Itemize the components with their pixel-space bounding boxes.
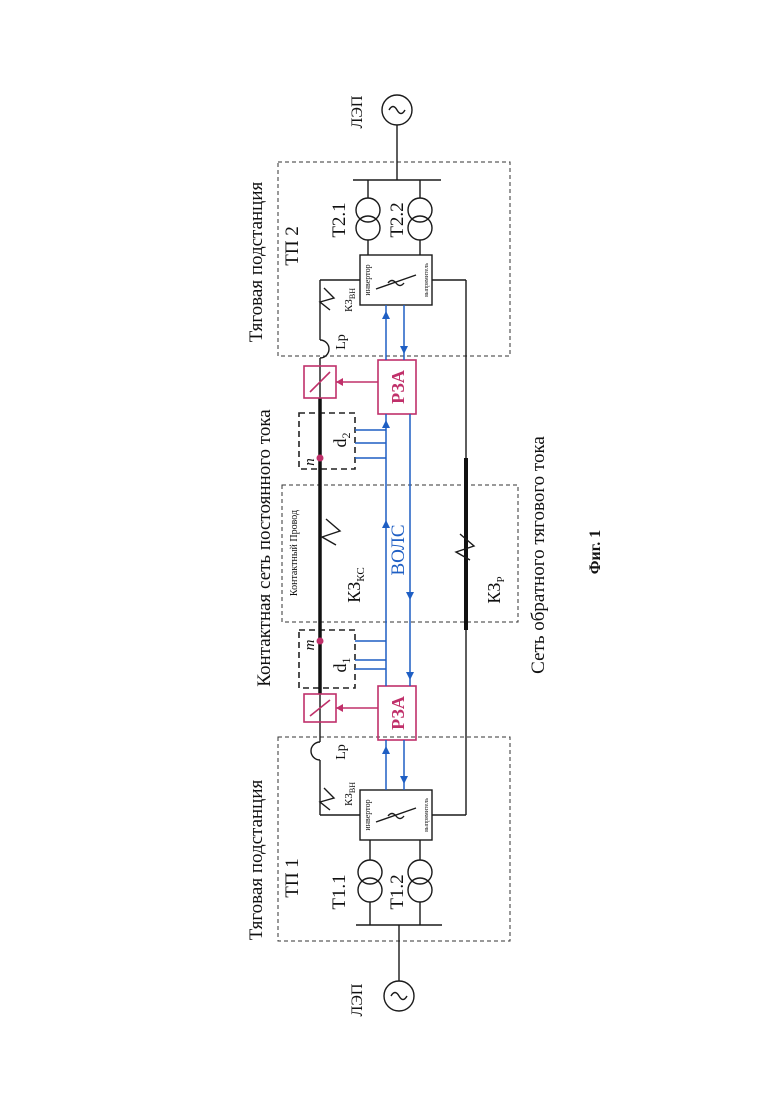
label-kz-kc: КЗ bbox=[344, 582, 364, 603]
label-tp1: ТП 1 bbox=[282, 858, 303, 898]
svg-text:d2: d2 bbox=[330, 433, 353, 448]
label-lep-right: ЛЭП bbox=[349, 95, 366, 128]
label-kz-vn-left: КЗ bbox=[343, 793, 355, 806]
fault-kz-vn-left-icon bbox=[320, 788, 334, 810]
label-rza-right: РЗА bbox=[388, 370, 408, 404]
label-vols: ВОЛС bbox=[388, 524, 409, 575]
label-t21: Т2.1 bbox=[329, 202, 350, 237]
label-d1: d bbox=[330, 664, 350, 673]
label-d1-sub: 1 bbox=[339, 658, 353, 664]
label-d2: d bbox=[330, 439, 350, 448]
reactor-lp-left bbox=[311, 742, 320, 760]
svg-text:КЗР: КЗР bbox=[484, 576, 507, 603]
converter-right-wave-icon bbox=[388, 281, 404, 286]
label-kz-vn-right: КЗ bbox=[343, 299, 355, 312]
ac-wave-left-icon bbox=[391, 993, 407, 1000]
label-rectifier-right: выпрямитель bbox=[424, 263, 430, 297]
label-lp-right: Lр bbox=[334, 334, 349, 350]
label-substation-left: Тяговая подстанция bbox=[246, 779, 267, 940]
label-n: n bbox=[302, 458, 318, 466]
fault-kz-kc-icon bbox=[322, 519, 340, 545]
label-lp-left: Lр bbox=[334, 744, 349, 760]
label-substation-right: Тяговая подстанция bbox=[246, 181, 267, 342]
label-kz-vn-right-sub: ВН bbox=[348, 288, 357, 299]
label-lep-left: ЛЭП bbox=[349, 983, 366, 1016]
label-inverter-left: инвертор bbox=[363, 799, 372, 830]
label-return-network: Сеть обратного тягового тока bbox=[528, 436, 549, 674]
label-t11: Т1.1 bbox=[329, 874, 350, 909]
label-t22: Т2.2 bbox=[387, 202, 408, 237]
label-t12: Т1.2 bbox=[387, 874, 408, 909]
figure-caption: Фиг. 1 bbox=[587, 530, 604, 574]
reactor-lp-right bbox=[320, 340, 329, 358]
svg-text:КЗВН: КЗВН bbox=[343, 288, 357, 312]
label-contact-wire: Контактный Провод bbox=[289, 510, 300, 596]
fault-kz-vn-right-icon bbox=[320, 288, 334, 310]
ac-wave-right-icon bbox=[389, 107, 405, 114]
label-tp2: ТП 2 bbox=[282, 226, 303, 266]
svg-text:d1: d1 bbox=[330, 658, 353, 673]
label-contact-network: Контактная сеть постоянного тока bbox=[254, 409, 275, 687]
label-kz-r-sub: Р bbox=[495, 576, 507, 582]
label-kz-r: КЗ bbox=[484, 583, 504, 604]
label-m: m bbox=[302, 639, 318, 650]
transformer-t22 bbox=[408, 180, 432, 255]
label-kz-kc-sub: КС bbox=[355, 567, 367, 581]
transformer-t21 bbox=[356, 180, 380, 255]
label-rectifier-left: выпрямитель bbox=[424, 798, 430, 832]
label-rza-left: РЗА bbox=[388, 696, 408, 730]
label-inverter-right: инвертор bbox=[363, 264, 372, 295]
label-d2-sub: 2 bbox=[339, 433, 353, 439]
svg-text:КЗВН: КЗВН bbox=[343, 782, 357, 806]
label-kz-vn-left-sub: ВН bbox=[348, 782, 357, 793]
transformer-t12 bbox=[408, 840, 432, 925]
svg-text:КЗКС: КЗКС bbox=[344, 567, 367, 602]
transformer-t11 bbox=[358, 840, 382, 925]
substation-tp2-box bbox=[278, 162, 510, 356]
converter-left-wave-icon bbox=[388, 814, 404, 819]
